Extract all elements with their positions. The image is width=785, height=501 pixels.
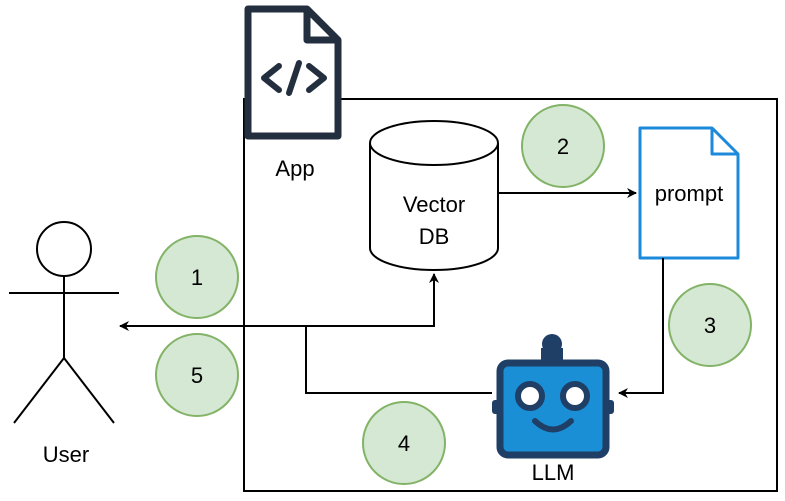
step-marker-5: 5 bbox=[155, 333, 239, 417]
step-number: 4 bbox=[398, 431, 410, 456]
code-file-icon bbox=[244, 5, 342, 140]
app-label: App bbox=[275, 156, 314, 181]
step-number: 1 bbox=[191, 265, 203, 290]
step-marker-1: 1 bbox=[155, 235, 239, 319]
vector-db-label-line2: DB bbox=[419, 224, 450, 249]
step-number: 3 bbox=[704, 313, 716, 338]
user-label: User bbox=[43, 442, 89, 467]
step-marker-4: 4 bbox=[362, 401, 446, 485]
robot-icon bbox=[492, 334, 614, 459]
step-marker-3: 3 bbox=[668, 283, 752, 367]
app-container bbox=[243, 98, 778, 492]
vector-db-label-line1: Vector bbox=[403, 192, 465, 217]
connector-user-to-vectordb bbox=[306, 273, 439, 327]
llm-label: LLM bbox=[532, 460, 575, 485]
step-marker-2: 2 bbox=[521, 104, 605, 188]
database-cylinder-icon bbox=[369, 120, 499, 271]
step-number: 2 bbox=[557, 134, 569, 159]
step-number: 5 bbox=[191, 363, 203, 388]
stick-figure-icon bbox=[9, 221, 119, 424]
connector-prompt-to-llm bbox=[618, 258, 664, 398]
connector-llm-to-user bbox=[119, 321, 492, 394]
connectors bbox=[119, 188, 664, 398]
document-icon bbox=[638, 126, 740, 260]
prompt-label: prompt bbox=[655, 181, 723, 206]
